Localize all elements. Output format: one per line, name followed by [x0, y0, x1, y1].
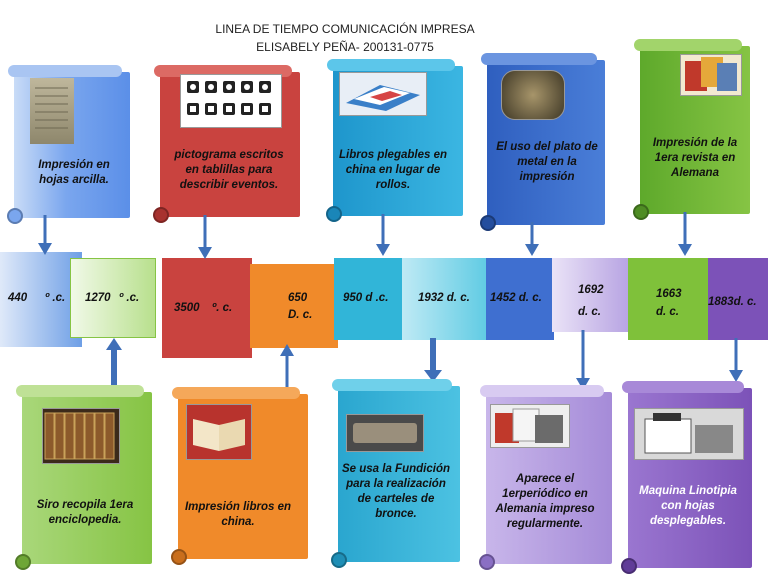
scroll-curl [7, 208, 23, 224]
year-suffix: D. c. [288, 309, 313, 321]
magazines-illustration [685, 57, 737, 91]
timeline-year-650: 650 D. c. [250, 264, 338, 348]
arrow-up-1 [106, 338, 122, 392]
year-number: 1883d. c. [708, 296, 757, 308]
timeline-year-1932: 1932 d. c. [402, 258, 488, 340]
scroll-curl [622, 381, 744, 393]
card-clay-tablets: Impresión en hojas arcilla. [7, 65, 130, 224]
year-number: 950 d .c. [343, 292, 389, 304]
scroll-curl [621, 558, 637, 574]
arrow-down-2 [198, 215, 212, 259]
newspapers-illustration [495, 408, 563, 443]
arrow-down-3 [376, 214, 390, 256]
arrow-down-8 [729, 338, 743, 382]
book-spines [44, 412, 115, 460]
card-pictograms: pictograma escritos en tablillas para de… [153, 65, 300, 223]
arrow-down-1 [38, 215, 52, 255]
scroll-curl [326, 206, 342, 222]
open-book-image [186, 404, 252, 460]
scroll-curl [634, 39, 742, 51]
open-book-illustration [193, 419, 245, 451]
timeline-year-1452: 1452 d. c. [486, 258, 554, 340]
machine-illustration [644, 413, 733, 454]
arrow-down-6 [424, 338, 442, 382]
timeline-year-1663: 1663 d. c. [628, 258, 710, 340]
scroll-curl [480, 385, 604, 397]
scroll-curl [633, 204, 649, 220]
scroll-curl [8, 65, 122, 77]
timeline-year-440: 440 º .c. [0, 252, 82, 347]
card-chinese-books: Impresión libros en china. [171, 387, 308, 565]
scroll-curl [172, 387, 300, 399]
encyclopedia-image [42, 408, 120, 464]
bronze-plaque-image [346, 414, 424, 452]
timeline-year-3500: 3500 º. c. [162, 258, 252, 358]
scroll-curl [479, 554, 495, 570]
year-suffix: d. c. [656, 306, 680, 318]
card-text: Aparece el 1erperiódico en Alemania impr… [495, 473, 595, 530]
page-title: LINEA DE TIEMPO COMUNICACIÓN IMPRESA ELI… [190, 20, 500, 56]
timeline-year-1883: 1883d. c. [708, 258, 768, 340]
card-text: Impresión de la 1era revista en Alemana [652, 137, 738, 179]
arrow-down-7 [576, 330, 590, 390]
year-number: 1932 d. c. [418, 292, 470, 304]
year-number: 650 [288, 292, 308, 304]
title-author-line: ELISABELY PEÑA- 200131-0775 [256, 40, 434, 54]
card-first-newspaper: Aparece el 1erperiódico en Alemania impr… [479, 385, 612, 570]
year-number: 1692 [578, 284, 604, 296]
card-text: pictograma escritos en tablillas para de… [174, 149, 284, 191]
scroll-curl [332, 379, 452, 391]
clay-tablet-texture [35, 87, 68, 129]
folding-books-image [339, 72, 427, 116]
timeline-year-1692: 1692 d. c. [552, 258, 630, 332]
year-number: 1663 [656, 288, 682, 300]
arrow-down-5 [678, 212, 692, 256]
year-number: 3500 [174, 302, 200, 314]
scroll-curl [153, 207, 169, 223]
year-suffix: º. c. [212, 302, 233, 314]
pictogram-icons [187, 81, 271, 115]
scroll-curl [15, 554, 31, 570]
scroll-curl [481, 53, 597, 65]
card-text: Se usa la Fundición para la realización … [342, 463, 450, 520]
card-text: Siro recopila 1era enciclopedia. [36, 499, 134, 526]
arrow-down-4 [525, 222, 539, 256]
scroll-curl [16, 385, 144, 397]
books-illustration [346, 85, 420, 111]
magazines-image [680, 54, 742, 96]
scroll-curl [327, 59, 455, 71]
pictogram-grid-image [180, 74, 282, 128]
card-text: Impresión libros en china. [184, 501, 292, 528]
card-text: Libros plegables en china en lugar de ro… [339, 149, 447, 191]
plaque-illustration [353, 423, 417, 443]
card-folding-books: Libros plegables en china en lugar de ro… [326, 59, 463, 222]
card-linotype: Maquina Linotipia con hojas desplegables… [621, 381, 752, 574]
title-line-1: LINEA DE TIEMPO COMUNICACIÓN IMPRESA [215, 22, 475, 36]
year-number: 1270 [85, 292, 111, 304]
card-encyclopedia: Siro recopila 1era enciclopedia. [15, 385, 152, 570]
card-text: Impresión en hojas arcilla. [38, 159, 110, 186]
scroll-curl [171, 549, 187, 565]
card-metal-plate: El uso del plato de metal en la impresió… [480, 53, 605, 231]
clay-tablet-image [30, 78, 74, 144]
metal-plate-image [501, 70, 565, 120]
scroll-curl [331, 552, 347, 568]
timeline-year-1270: 1270 º .c. [70, 258, 156, 338]
year-number: 1452 d. c. [490, 292, 542, 304]
timeline-year-950: 950 d .c. [334, 258, 404, 340]
card-foundry: Se usa la Fundición para la realización … [331, 379, 460, 568]
scroll-curl [480, 215, 496, 231]
card-text: Maquina Linotipia con hojas desplegables… [639, 485, 737, 527]
year-number: 440 [8, 292, 28, 304]
newspapers-image [490, 404, 570, 448]
card-text: El uso del plato de metal en la impresió… [496, 141, 598, 183]
year-suffix: º .c. [45, 292, 66, 304]
card-first-magazine: Impresión de la 1era revista en Alemana [633, 39, 750, 220]
year-suffix: d. c. [578, 306, 602, 318]
linotype-machine-image [634, 408, 744, 460]
year-suffix: º .c. [119, 292, 140, 304]
